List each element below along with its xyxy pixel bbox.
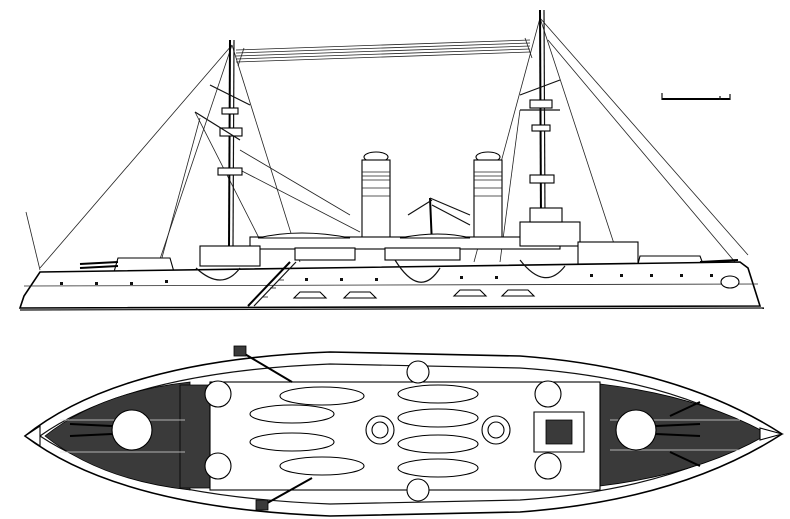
fore-funnel bbox=[361, 151, 391, 249]
bow-tip bbox=[759, 427, 785, 441]
aft-funnel bbox=[473, 151, 503, 249]
booms bbox=[233, 345, 701, 511]
profile-view bbox=[18, 9, 765, 311]
stern-tip bbox=[24, 424, 41, 448]
fore-turret bbox=[79, 257, 175, 273]
funnel-tops bbox=[365, 415, 511, 445]
accommodation-ladder bbox=[247, 261, 297, 307]
casemates bbox=[292, 289, 536, 299]
superstructure bbox=[199, 207, 639, 267]
stern-anchor bbox=[720, 275, 740, 289]
boats bbox=[249, 384, 479, 478]
main-mast bbox=[519, 9, 561, 221]
aft-bridge bbox=[533, 411, 585, 453]
fore-turret-plan bbox=[69, 409, 153, 451]
secondary-sponsons bbox=[204, 360, 562, 502]
plan-view bbox=[23, 345, 785, 517]
rigging bbox=[25, 17, 749, 271]
aft-turret-plan bbox=[615, 409, 701, 451]
fore-mast bbox=[194, 39, 251, 249]
scale-bar bbox=[661, 93, 731, 100]
hull-profile bbox=[18, 259, 765, 311]
portholes bbox=[60, 274, 713, 285]
antenna-wires bbox=[235, 37, 533, 67]
